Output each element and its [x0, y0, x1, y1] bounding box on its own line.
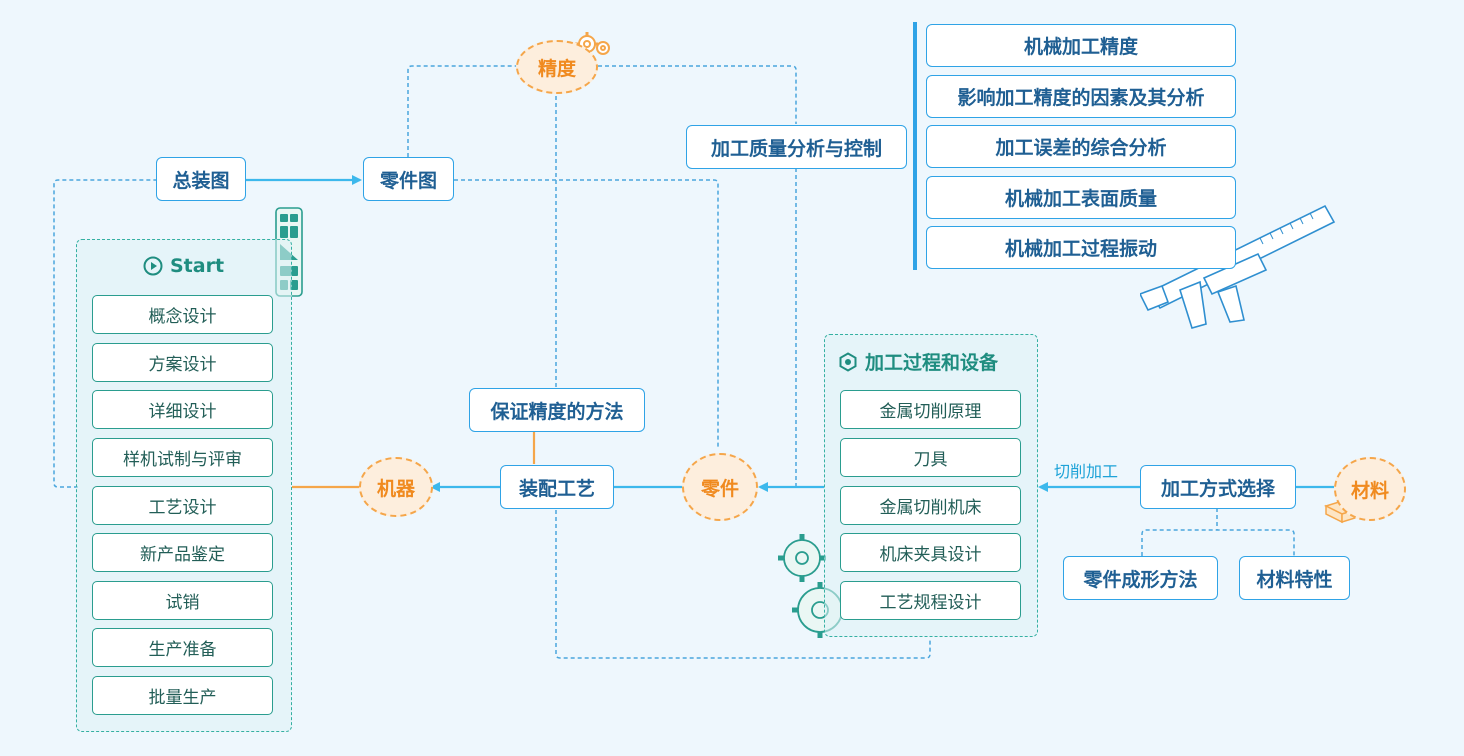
hexagon-icon [839, 351, 857, 372]
process-title-text: 加工过程和设备 [865, 352, 999, 374]
start-step-item: 工艺设计 [92, 486, 273, 525]
caliper-icon [1140, 204, 1336, 329]
start-step-item: 概念设计 [92, 295, 273, 334]
dashed-link-partdrawing-precision [407, 65, 518, 157]
machine-circle: 机器 [359, 457, 433, 517]
part-drawing-node: 零件图 [363, 157, 454, 201]
machine-label: 机器 [376, 477, 415, 500]
process-selection-node: 加工方式选择 [1140, 465, 1296, 509]
part-circle: 零件 [682, 453, 758, 521]
start-panel-title: Start [143, 255, 224, 277]
material-circle: 材料 [1334, 457, 1406, 521]
accuracy-method-node: 保证精度的方法 [469, 388, 645, 432]
precision-label: 精度 [537, 57, 576, 80]
quality-list-item: 机械加工精度 [926, 24, 1236, 67]
start-step-item: 批量生产 [92, 676, 273, 715]
start-step-item: 方案设计 [92, 343, 273, 382]
dashed-link-start-assembly [53, 179, 156, 488]
dashed-link-assembly-process [555, 510, 931, 659]
process-step-item: 工艺规程设计 [840, 581, 1021, 620]
assembly-process-node: 装配工艺 [500, 465, 614, 509]
start-step-item: 样机试制与评审 [92, 438, 273, 477]
dashed-link-partdrawing-part [454, 179, 719, 448]
material-label: 材料 [1350, 479, 1389, 502]
start-step-item: 新产品鉴定 [92, 533, 273, 572]
dashed-link-selection-branches [1141, 508, 1295, 556]
precision-circle: 精度 [516, 40, 598, 94]
process-step-item: 金属切削原理 [840, 390, 1021, 429]
dashed-link-precision-quality [598, 65, 797, 124]
forming-method-node: 零件成形方法 [1063, 556, 1218, 600]
cutting-label: 切削加工 [1054, 462, 1119, 481]
gear-icon [575, 32, 610, 56]
start-step-item: 详细设计 [92, 390, 273, 429]
quality-list-item: 机械加工过程振动 [926, 226, 1236, 269]
process-step-item: 机床夹具设计 [840, 533, 1021, 572]
process-panel-title: 加工过程和设备 [838, 348, 998, 375]
assembly-drawing-node: 总装图 [156, 157, 246, 201]
process-step-item: 金属切削机床 [840, 486, 1021, 525]
part-label: 零件 [700, 477, 739, 500]
quality-list-item: 机械加工表面质量 [926, 176, 1236, 219]
quality-control-node: 加工质量分析与控制 [686, 125, 907, 169]
quality-list-item: 影响加工精度的因素及其分析 [926, 75, 1236, 118]
start-step-item: 试销 [92, 581, 273, 620]
start-step-item: 生产准备 [92, 628, 273, 667]
material-property-node: 材料特性 [1239, 556, 1350, 600]
play-icon [143, 256, 163, 276]
quality-list-bar [913, 22, 917, 270]
quality-list-item: 加工误差的综合分析 [926, 125, 1236, 168]
process-step-item: 刀具 [840, 438, 1021, 477]
start-title-text: Start [170, 255, 225, 277]
